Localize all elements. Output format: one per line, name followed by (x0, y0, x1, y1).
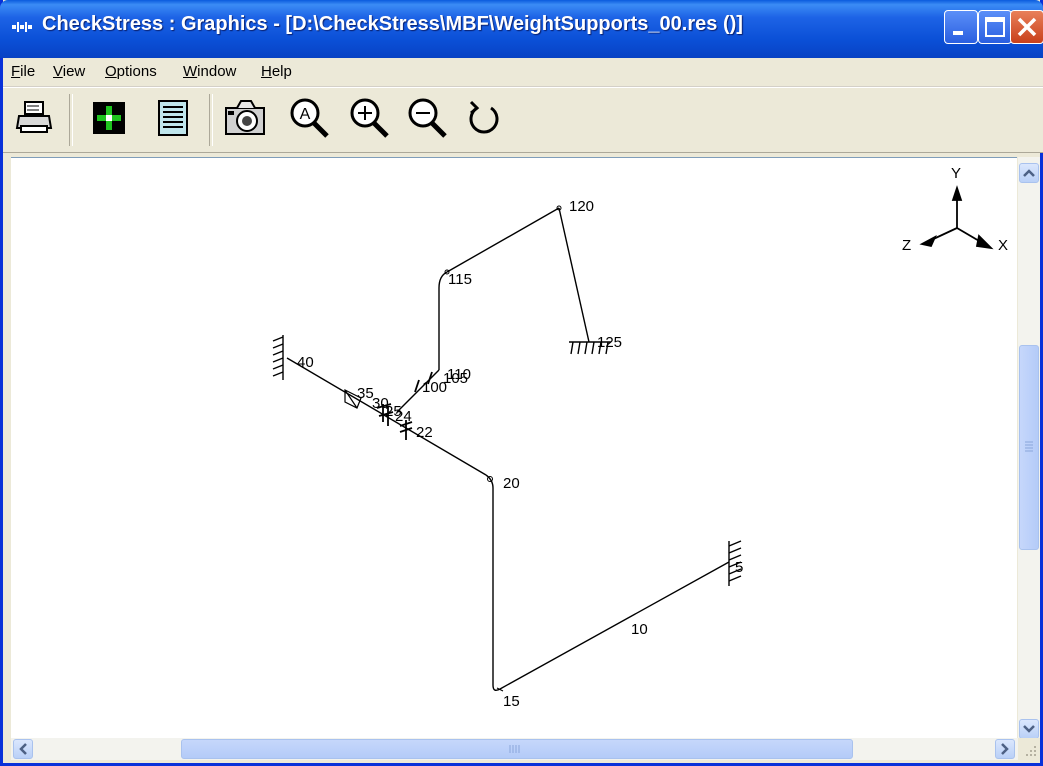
close-button[interactable] (1010, 10, 1043, 44)
maximize-icon (985, 17, 1005, 37)
menu-window[interactable]: Window (183, 63, 236, 80)
menu-view-mnemonic: V (53, 63, 63, 80)
chevron-down-icon (1023, 725, 1035, 733)
node-label: 40 (297, 354, 314, 371)
menu-file-mnemonic: F (11, 63, 21, 80)
node-label: 24 (395, 408, 412, 425)
axis-triad (919, 185, 994, 250)
maximize-button[interactable] (978, 10, 1012, 44)
chevron-left-icon (19, 743, 27, 755)
snapshot-button[interactable] (223, 96, 267, 140)
vertical-scrollbar[interactable] (1018, 157, 1040, 740)
node-label: 5 (735, 559, 743, 576)
zoom-out-button[interactable] (405, 96, 449, 140)
printer-icon (15, 101, 53, 133)
pipe-segment (396, 369, 440, 413)
menu-window-mnemonic: W (183, 63, 198, 80)
pipe-segment (558, 207, 590, 343)
document-icon (158, 100, 188, 136)
anchor-support-5 (728, 540, 742, 586)
restraint-marks (376, 371, 433, 440)
pipe-segment (286, 357, 487, 476)
node-label: 105 (443, 370, 468, 387)
pipe-segment (438, 271, 448, 370)
node-label: 15 (503, 693, 520, 710)
minimize-button[interactable] (944, 10, 978, 44)
menu-bar: File View Options Window Help (3, 58, 1043, 87)
menu-options[interactable]: Options (105, 63, 157, 80)
node-label: 25 (385, 403, 402, 420)
svg-text:A: A (300, 106, 311, 123)
add-icon (93, 102, 125, 134)
zoom-in-icon (350, 98, 389, 138)
menu-view-label: iew (62, 63, 86, 80)
horizontal-scrollbar[interactable] (11, 738, 1018, 760)
horizontal-scroll-thumb[interactable] (181, 739, 853, 759)
menu-options-mnemonic: O (105, 63, 117, 80)
report-button[interactable] (151, 96, 195, 140)
pipe-segment (485, 474, 501, 692)
minimize-icon (953, 31, 963, 35)
node-label: 20 (503, 475, 520, 492)
grip-icon (509, 745, 520, 753)
node-label: 120 (569, 198, 594, 215)
axis-label-x: X (998, 237, 1008, 254)
scroll-left-button[interactable] (13, 739, 33, 759)
title-bar[interactable]: CheckStress : Graphics - [D:\CheckStress… (0, 0, 1043, 58)
menu-file[interactable]: File (11, 63, 35, 80)
toolbar: A (3, 87, 1043, 153)
menu-help[interactable]: Help (261, 63, 292, 80)
graphics-canvas[interactable]: Y X Z 120 115 125 40 110 105 100 35 30 2… (11, 157, 1017, 738)
zoom-auto-icon: A (290, 98, 329, 138)
anchor-support-40 (272, 335, 284, 380)
menu-file-label: ile (20, 63, 36, 80)
vertical-scroll-thumb[interactable] (1019, 345, 1039, 550)
node-label: 22 (416, 424, 433, 441)
menu-window-label: indow (197, 63, 237, 80)
chevron-right-icon (1001, 743, 1009, 755)
node-label: 35 (357, 385, 374, 402)
ground-support-125 (569, 341, 611, 355)
axis-label-z: Z (902, 237, 911, 254)
axis-label-y: Y (951, 165, 961, 182)
size-grip[interactable] (1018, 738, 1040, 760)
node-label: 115 (448, 271, 472, 288)
node-markers (444, 205, 562, 692)
chevron-up-icon (1023, 169, 1035, 177)
node-label: 100 (422, 379, 447, 396)
window-title: CheckStress : Graphics - [D:\CheckStress… (42, 13, 743, 35)
node-label: 125 (597, 334, 622, 351)
menu-help-mnemonic: H (261, 63, 272, 80)
toolbar-separator (209, 94, 213, 146)
scroll-down-button[interactable] (1019, 719, 1039, 739)
camera-icon (225, 100, 265, 135)
print-button[interactable] (13, 96, 57, 140)
menu-view[interactable]: View (53, 63, 85, 80)
add-button[interactable] (87, 96, 131, 140)
menu-options-label: ptions (116, 63, 157, 80)
grip-icon (1025, 441, 1033, 452)
node-label: 110 (447, 366, 471, 383)
node-label: 10 (631, 621, 648, 638)
pipe-segment (446, 207, 560, 273)
zoom-out-icon (408, 98, 447, 138)
rotate-button[interactable] (463, 96, 507, 140)
pipe-model-drawing[interactable]: Y X Z 120 115 125 40 110 105 100 35 30 2… (11, 158, 1017, 738)
toolbar-separator (69, 94, 73, 146)
rotate-icon (469, 100, 499, 134)
zoom-auto-button[interactable]: A (287, 96, 331, 140)
close-icon (1017, 17, 1037, 37)
zoom-in-button[interactable] (347, 96, 391, 140)
pipe-segment (499, 561, 730, 690)
menu-help-label: elp (271, 63, 292, 80)
scroll-up-button[interactable] (1019, 163, 1039, 183)
resize-grip-icon (1026, 746, 1036, 756)
node-label: 30 (372, 395, 389, 412)
valve-element-35 (344, 389, 362, 409)
app-icon (12, 22, 32, 32)
scroll-right-button[interactable] (995, 739, 1015, 759)
